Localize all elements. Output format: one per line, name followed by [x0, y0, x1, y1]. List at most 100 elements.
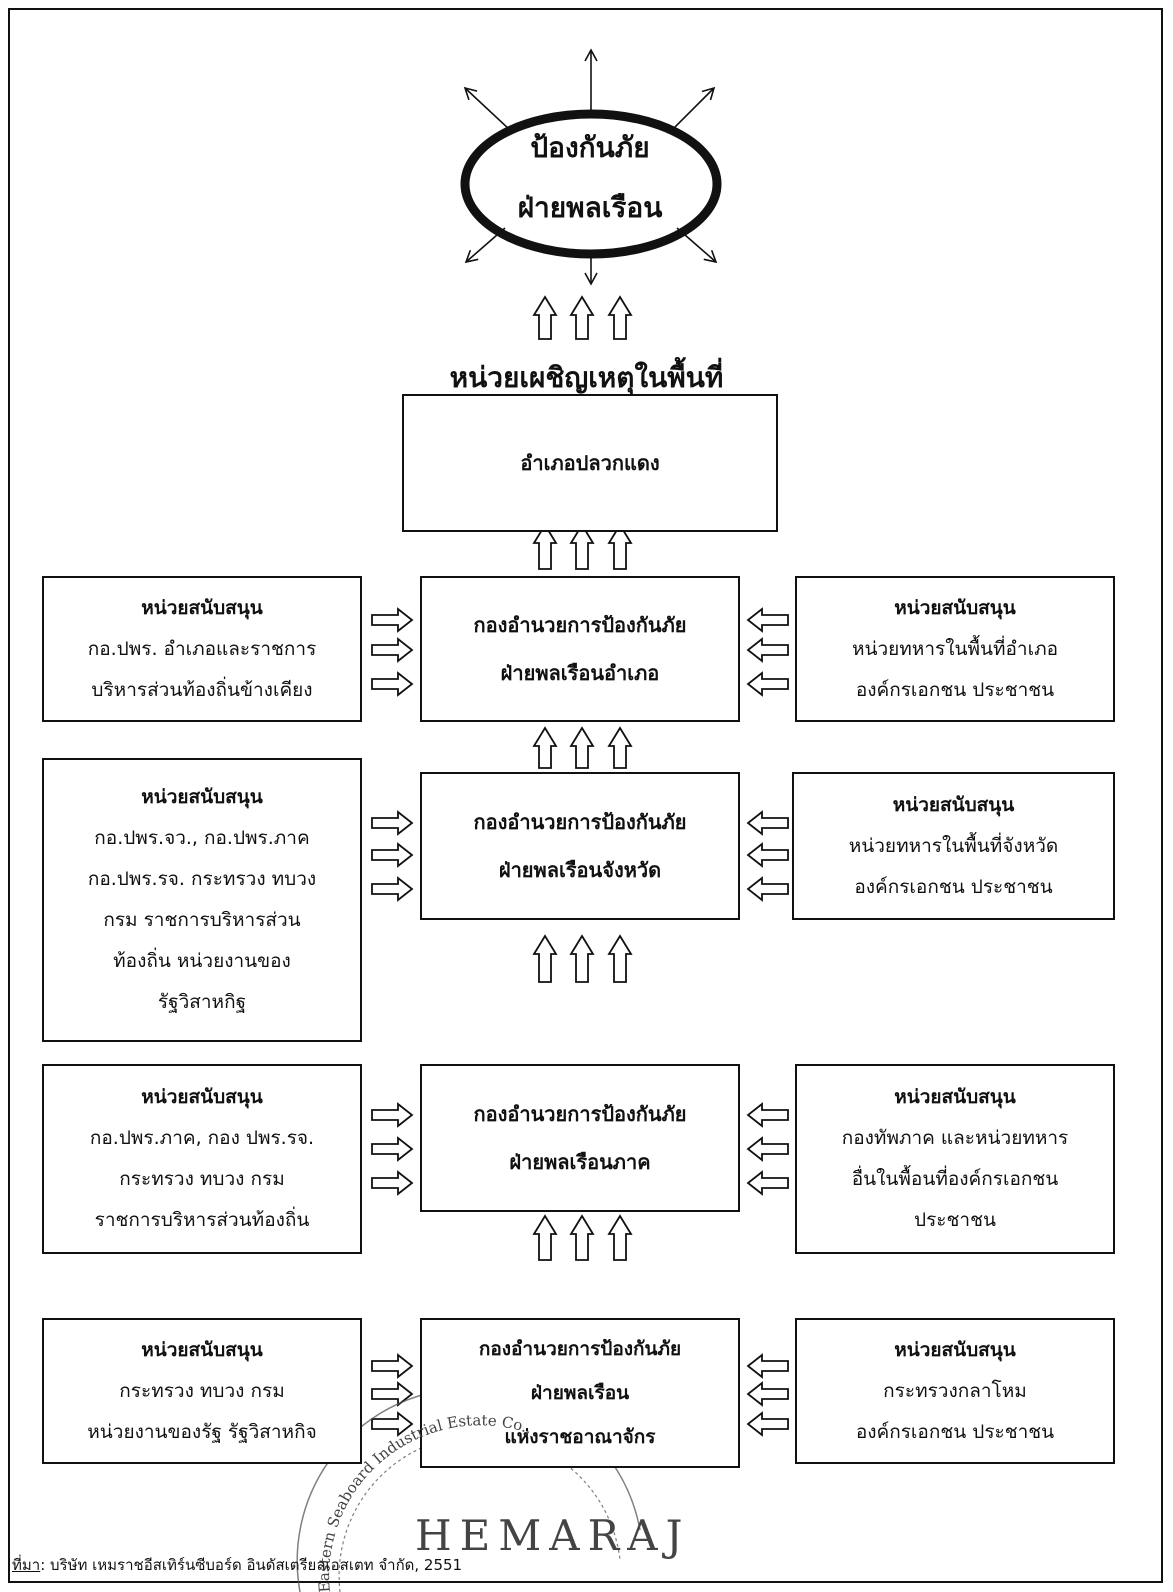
title-line-2: ฝ่ายพลเรือน: [517, 191, 663, 224]
support-box-left-3: หน่วยสนับสนุน กอ.ปพร.ภาค, กอง ปพร.รจ. กร…: [42, 1064, 362, 1254]
up-block-arrow-icon: [607, 726, 633, 769]
up-arrow-groups: [532, 295, 633, 1261]
command-line: กองอำนวยการป้องกันภัย: [473, 613, 687, 637]
left-block-arrow-icon: [746, 810, 789, 836]
up-block-arrow-icon: [569, 726, 595, 769]
left-block-arrow-icon: [746, 607, 789, 633]
left-block-arrow-icon: [746, 876, 789, 902]
command-line: กองอำนวยการป้องกันภัย: [478, 1338, 682, 1360]
right-block-arrow-icon: [371, 1102, 414, 1128]
support-heading: หน่วยสนับสนุน: [892, 793, 1015, 816]
support-box-right-4: หน่วยสนับสนุน กระทรวงกลาโหม องค์กรเอกชน …: [795, 1318, 1115, 1464]
right-block-arrow-icon: [371, 607, 414, 633]
command-line: กองอำนวยการป้องกันภัย: [473, 810, 687, 834]
command-box-kingdom: กองอำนวยการป้องกันภัย ฝ่ายพลเรือน แห่งรา…: [420, 1318, 740, 1468]
support-line: กองทัพภาค และหน่วยทหาร: [841, 1127, 1069, 1149]
support-line: องค์กรเอกชน ประชาชน: [855, 678, 1055, 701]
support-heading: หน่วยสนับสนุน: [141, 786, 263, 808]
up-block-arrow-icon: [569, 1214, 595, 1261]
support-heading: หน่วยสนับสนุน: [141, 1086, 263, 1108]
support-heading: หน่วยสนับสนุน: [894, 596, 1016, 619]
left-block-arrow-icon: [746, 842, 789, 868]
right-block-arrow-icon: [371, 876, 414, 902]
up-block-arrow-icon: [569, 523, 595, 570]
support-line: ประชาชน: [914, 1209, 996, 1231]
source-label: ที่มา: [12, 1556, 41, 1574]
radiating-arrows: [463, 48, 718, 286]
command-line: ฝ่ายพลเรือนอำเภอ: [500, 661, 660, 685]
support-line: กระทรวง ทบวง กรม: [119, 1379, 285, 1402]
left-block-arrow-icon: [746, 1411, 789, 1437]
arrow-down-right-icon: [676, 227, 718, 264]
support-line: กอ.ปพร.ภาค, กอง ปพร.รจ.: [89, 1127, 315, 1149]
support-box-right-2: หน่วยสนับสนุน หน่วยทหารในพื้นที่จังหวัด …: [792, 772, 1115, 920]
up-block-arrow-icon: [569, 295, 595, 340]
support-heading: หน่วยสนับสนุน: [141, 596, 263, 619]
support-line: กระทรวง ทบวง กรม: [119, 1168, 285, 1190]
support-heading: หน่วยสนับสนุน: [141, 1338, 263, 1361]
support-box-left-1: หน่วยสนับสนุน กอ.ปพร. อำเภอและราชการ บริ…: [42, 576, 362, 722]
support-line: อื่นในพื้อนที่องค์กรเอกชน: [851, 1168, 1059, 1190]
support-box-right-3: หน่วยสนับสนุน กองทัพภาค และหน่วยทหาร อื่…: [795, 1064, 1115, 1254]
up-block-arrow-icon: [532, 726, 558, 769]
right-block-arrow-icon: [371, 1411, 414, 1437]
right-block-arrow-icon: [371, 671, 414, 697]
support-line: กอ.ปพร. อำเภอและราชการ: [87, 637, 317, 660]
right-block-arrow-icon: [371, 637, 414, 663]
source-note: ที่มา: บริษัท เหมราชอีสเทิร์นซีบอร์ด อิน…: [12, 1553, 462, 1577]
support-line: รัฐวิสาหกิฐ: [157, 991, 247, 1013]
support-line: กอ.ปพร.จว., กอ.ปพร.ภาค: [94, 827, 310, 849]
right-block-arrow-icon: [371, 1170, 414, 1196]
right-block-arrow-icon: [371, 1136, 414, 1162]
up-block-arrow-icon: [532, 523, 558, 570]
support-heading: หน่วยสนับสนุน: [894, 1338, 1016, 1361]
up-block-arrow-icon: [532, 1214, 558, 1261]
right-block-arrow-icon: [371, 1381, 414, 1407]
support-line: หน่วยงานของรัฐ รัฐวิสาหกิจ: [87, 1420, 317, 1443]
left-block-arrow-icon: [746, 1102, 789, 1128]
arrow-down-left-icon: [464, 227, 506, 264]
support-line: กอ.ปพร.รจ. กระทรวง ทบวง: [87, 868, 317, 890]
side-arrow-groups: [371, 607, 789, 1437]
district-box: อำเภอปลวกแดง: [402, 394, 778, 532]
right-block-arrow-icon: [371, 1353, 414, 1379]
up-block-arrow-icon: [607, 523, 633, 570]
up-block-arrow-icon: [532, 934, 558, 983]
support-line: องค์กรเอกชน ประชาชน: [854, 875, 1053, 898]
stamp-center-text: HEMARAJ: [415, 1511, 690, 1560]
support-line: องค์กรเอกชน ประชาชน: [855, 1420, 1055, 1443]
support-line: บริหารส่วนท้องถิ่นข้างเคียง: [91, 678, 313, 701]
up-block-arrow-icon: [607, 1214, 633, 1261]
up-block-arrow-icon: [532, 295, 558, 340]
district-box-label: อำเภอปลวกแดง: [520, 451, 660, 475]
title-text: ป้องกันภัย ฝ่ายพลเรือน: [440, 118, 740, 238]
command-line: ฝ่ายพลเรือน: [530, 1382, 630, 1404]
left-block-arrow-icon: [746, 637, 789, 663]
arrow-up-right-icon: [671, 86, 716, 131]
support-heading: หน่วยสนับสนุน: [894, 1086, 1016, 1108]
support-line: กรม ราชการบริหารส่วน: [103, 909, 301, 931]
support-line: ท้องถิ่น หน่วยงานของ: [113, 950, 291, 972]
up-block-arrow-icon: [607, 934, 633, 983]
support-box-left-2: หน่วยสนับสนุน กอ.ปพร.จว., กอ.ปพร.ภาค กอ.…: [42, 758, 362, 1042]
reporting-heading: หน่วยเผชิญเหตุในพื้นที่: [449, 361, 724, 394]
command-box-province: กองอำนวยการป้องกันภัย ฝ่ายพลเรือนจังหวัด: [420, 772, 740, 920]
title-line-1: ป้องกันภัย: [530, 131, 650, 164]
support-line: หน่วยทหารในพื้นที่อำเภอ: [851, 637, 1059, 660]
up-block-arrow-icon: [607, 295, 633, 340]
right-block-arrow-icon: [371, 842, 414, 868]
left-block-arrow-icon: [746, 671, 789, 697]
left-block-arrow-icon: [746, 1381, 789, 1407]
left-block-arrow-icon: [746, 1353, 789, 1379]
left-block-arrow-icon: [746, 1170, 789, 1196]
command-box-district: กองอำนวยการป้องกันภัย ฝ่ายพลเรือนอำเภอ: [420, 576, 740, 722]
source-text: : บริษัท เหมราชอีสเทิร์นซีบอร์ด อินดัสเต…: [40, 1556, 463, 1574]
command-line: กองอำนวยการป้องกันภัย: [473, 1102, 687, 1126]
left-block-arrow-icon: [746, 1136, 789, 1162]
up-block-arrow-icon: [569, 934, 595, 983]
command-box-region: กองอำนวยการป้องกันภัย ฝ่ายพลเรือนภาค: [420, 1064, 740, 1212]
support-line: กระทรวงกลาโหม: [883, 1379, 1027, 1402]
command-line: ฝ่ายพลเรือนจังหวัด: [498, 858, 662, 882]
title-ellipse: [460, 109, 722, 259]
